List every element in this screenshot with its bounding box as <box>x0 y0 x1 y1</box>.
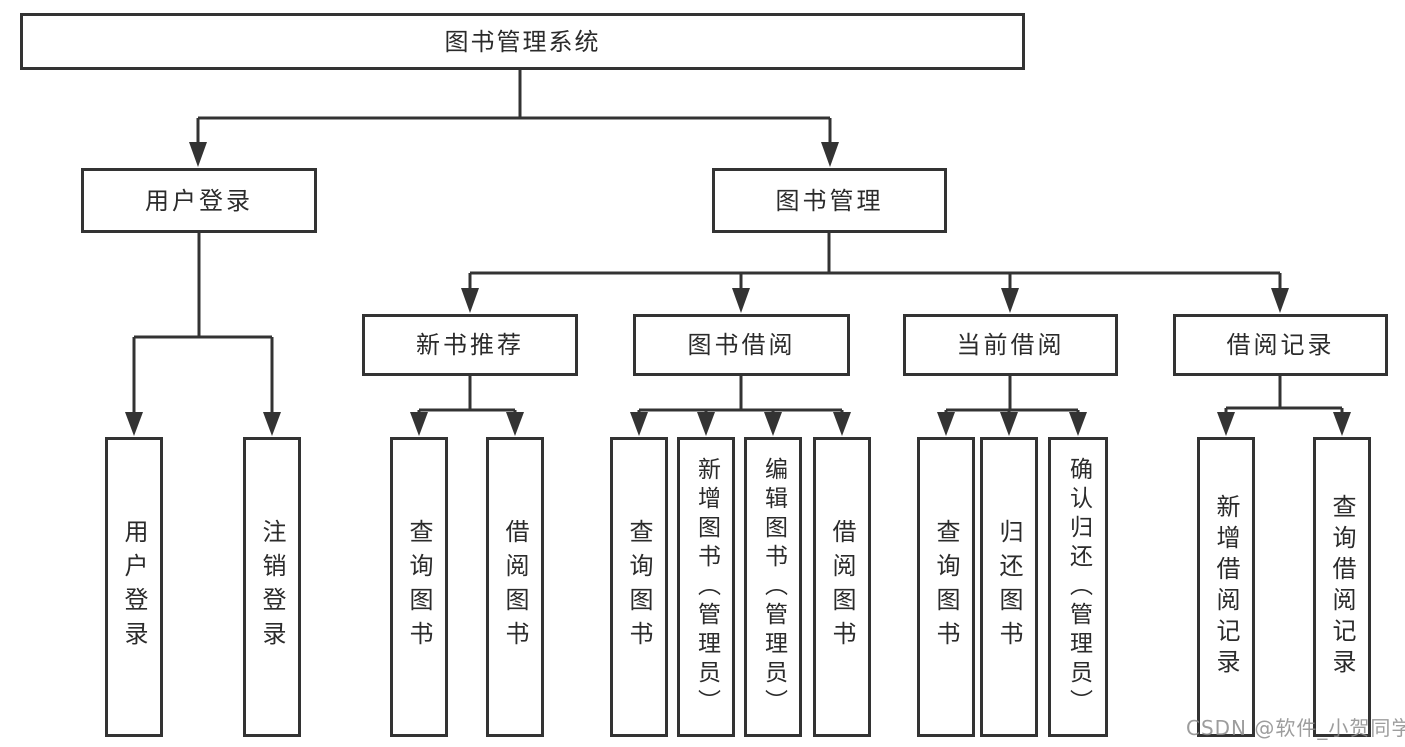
node-leaf-query-books-2: 查询图书 <box>610 437 668 737</box>
node-current-borrowing: 当前借阅 <box>903 314 1118 376</box>
node-book-management: 图书管理 <box>712 168 947 233</box>
node-leaf-confirm-return-admin: 确认归还（管理员） <box>1048 437 1108 737</box>
csdn-watermark: CSDN @软件_小贺同学 <box>1186 716 1405 740</box>
node-leaf-query-books-1: 查询图书 <box>390 437 448 737</box>
node-leaf-borrow-books-1: 借阅图书 <box>486 437 544 737</box>
node-leaf-add-books-admin: 新增图书（管理员） <box>677 437 735 737</box>
node-new-book-recommend: 新书推荐 <box>362 314 578 376</box>
node-leaf-query-borrow-record: 查询借阅记录 <box>1313 437 1371 737</box>
node-user-login: 用户登录 <box>81 168 317 233</box>
node-leaf-return-books: 归还图书 <box>980 437 1038 737</box>
node-leaf-borrow-books-2: 借阅图书 <box>813 437 871 737</box>
node-borrow-records: 借阅记录 <box>1173 314 1388 376</box>
node-leaf-query-books-3: 查询图书 <box>917 437 975 737</box>
node-leaf-user-login: 用户登录 <box>105 437 163 737</box>
node-leaf-add-borrow-record: 新增借阅记录 <box>1197 437 1255 737</box>
node-book-borrowing: 图书借阅 <box>633 314 850 376</box>
arrowhead-icons <box>125 142 1351 436</box>
node-leaf-edit-books-admin: 编辑图书（管理员） <box>744 437 802 737</box>
node-leaf-logout: 注销登录 <box>243 437 301 737</box>
node-root-system: 图书管理系统 <box>20 13 1025 70</box>
